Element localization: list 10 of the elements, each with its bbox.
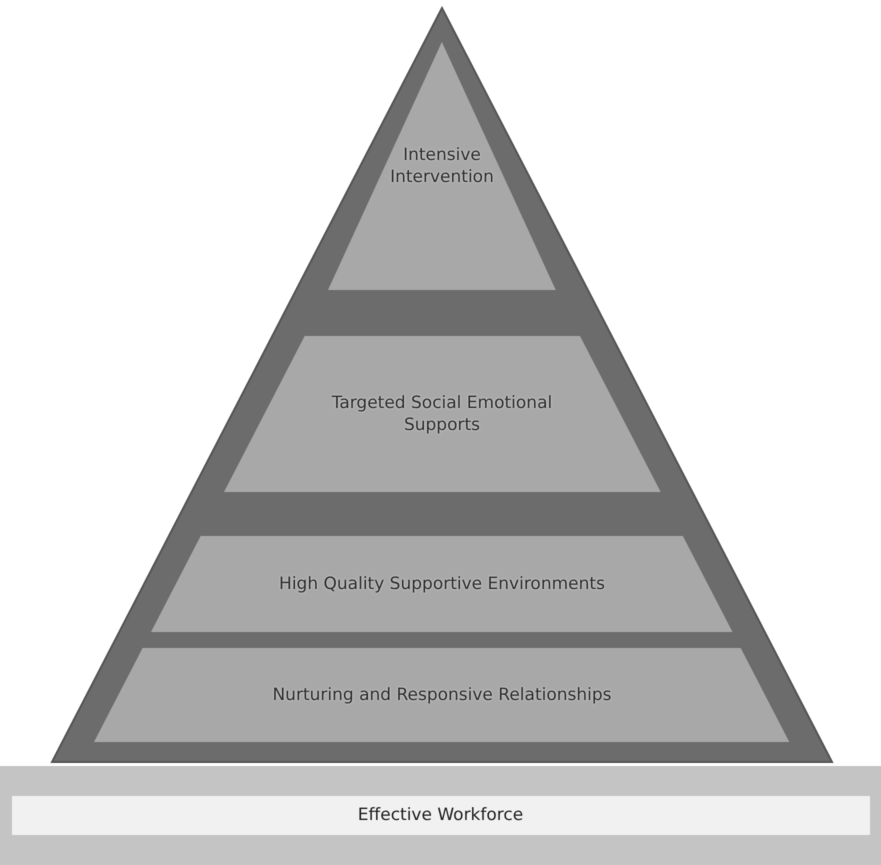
pyramid-tier [224,336,660,492]
tier-label: Targeted Social Emotional Supports [330,392,554,436]
foundation-band [0,766,881,865]
tier-label: Intensive Intervention [389,144,495,188]
pyramid-tier [328,42,556,290]
tier-label: Nurturing and Responsive Relationships [272,684,612,706]
pyramid-tier [94,648,790,742]
pyramid-tier [151,536,733,632]
foundation-label: Effective Workforce [12,796,870,835]
tier-label: High Quality Supportive Environments [279,572,605,596]
